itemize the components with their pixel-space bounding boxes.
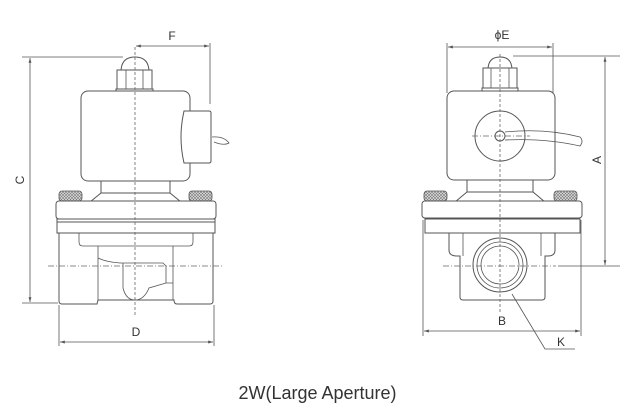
hex-nut: [116, 69, 153, 91]
valve-body: [58, 232, 214, 305]
knurled-screw-left: [58, 190, 83, 202]
lead-wires: [504, 130, 583, 147]
coil-housing: [80, 90, 191, 182]
dim-label-a: A: [590, 156, 604, 164]
knurled-screw-right: [188, 190, 213, 202]
knurled-screw-left: [423, 190, 448, 202]
flange: [421, 200, 583, 219]
dim-label-k: K: [557, 335, 565, 349]
cap-dome: [487, 56, 513, 71]
dim-label-b: B: [498, 314, 506, 328]
connector-box: [180, 110, 212, 164]
dim-label-f: F: [168, 29, 175, 43]
flange: [55, 200, 217, 220]
front-view: F C D: [13, 29, 230, 346]
k-leader-line: [511, 293, 575, 350]
dim-label-e: ϕE: [495, 28, 510, 42]
drawing-title: 2W(Large Aperture): [238, 383, 397, 403]
side-view: ϕE A B: [421, 28, 620, 350]
knurled-screw-right: [553, 190, 578, 202]
dim-label-d: D: [132, 325, 141, 339]
dim-label-c: C: [13, 175, 27, 184]
lead-wire: [211, 136, 230, 145]
